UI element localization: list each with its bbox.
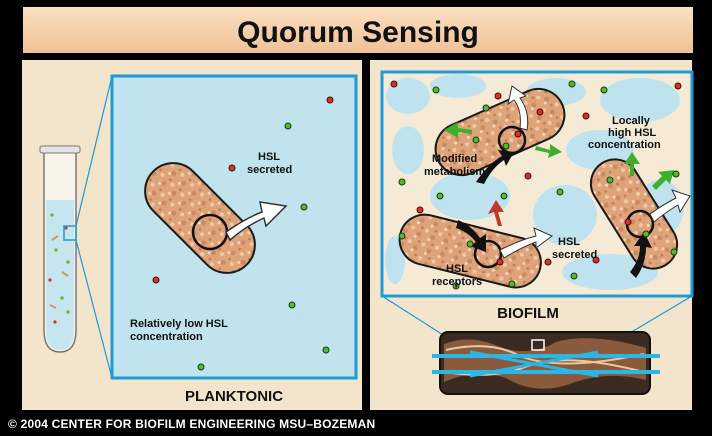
planktonic-label: PLANKTONIC [185,388,283,405]
hsl-secreted-label-left-1: HSL [258,151,280,163]
hsl-secreted-label-right-1: HSL [558,236,580,248]
footer-bar: © 2004 CENTER FOR BIOFILM ENGINEERING MS… [0,412,712,436]
copyright-text: © 2004 CENTER FOR BIOFILM ENGINEERING MS… [8,417,375,431]
locally-high-label-2: high HSL [608,127,657,139]
biofilm-label: BIOFILM [497,305,559,322]
low-hsl-label-1: Relatively low HSL [130,318,228,330]
figure-title: Quorum Sensing [237,16,479,49]
hsl-secreted-label-right-2: secreted [552,249,597,261]
hsl-secreted-label-left-2: secreted [247,164,292,176]
locally-high-label-3: concentration [588,139,661,151]
locally-high-label-1: Locally [612,115,651,127]
hsl-receptors-label-1: HSL [446,263,468,275]
modified-metabolism-label-2: metabolism [424,166,485,178]
modified-metabolism-label-1: Modified [432,153,477,165]
hsl-receptors-label-2: receptors [432,276,482,288]
diagram-canvas: Quorum Sensing HSL secreted Relatively l [0,0,712,412]
low-hsl-label-2: concentration [130,331,203,343]
